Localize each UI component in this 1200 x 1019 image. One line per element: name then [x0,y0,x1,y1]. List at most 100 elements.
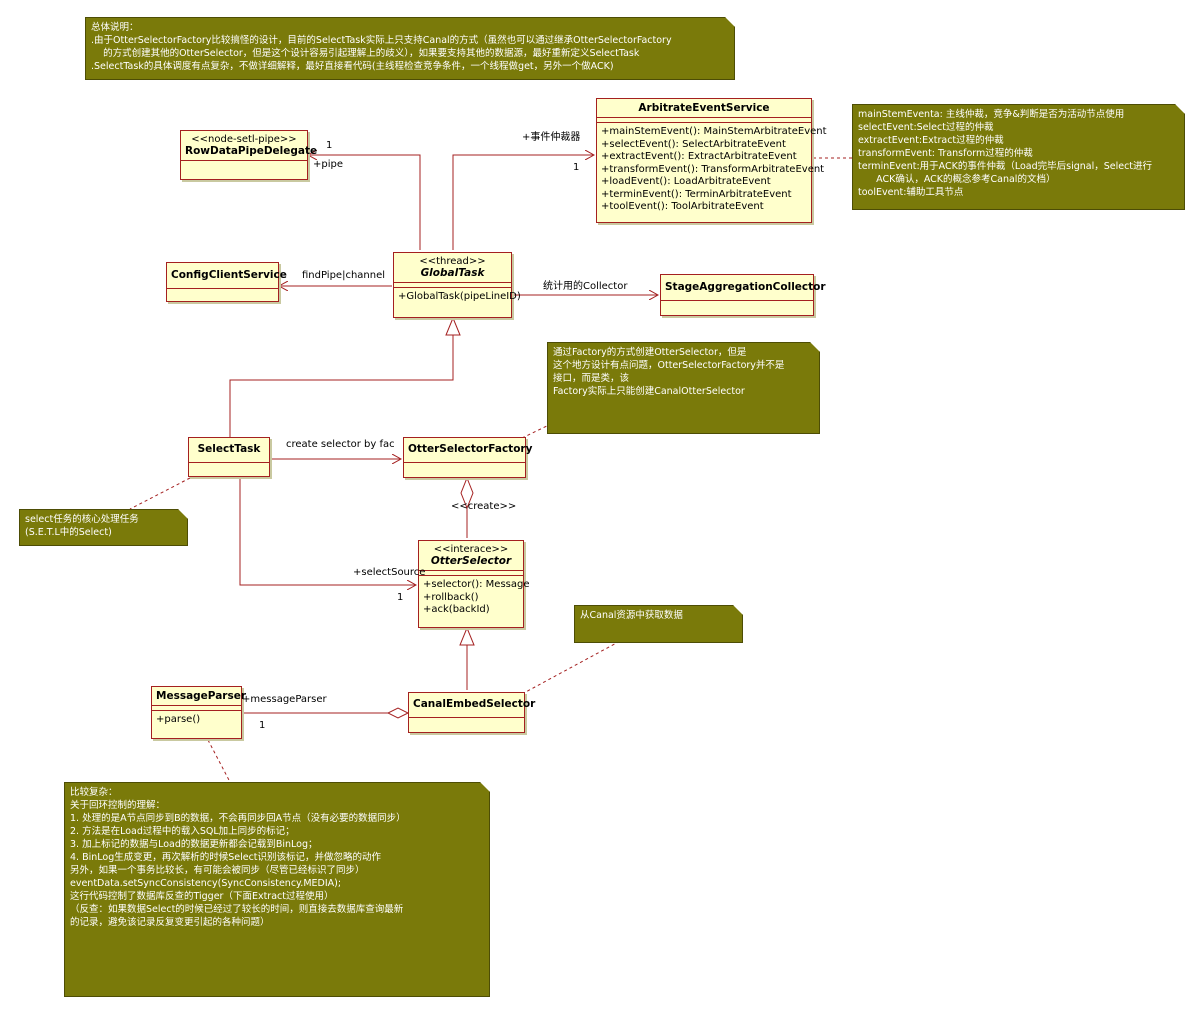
operation: +selectEvent(): SelectArbitrateEvent [601,138,786,150]
label-select-source: +selectSource [353,567,426,578]
label-collector: 统计用的Collector [543,281,628,292]
class-name: GlobalTask [420,267,485,279]
aggregation-diamond-factory [460,476,474,510]
note-line: （反查：如果数据Select的时候已经过了较长的时间，则直接去数据库查询最新 [70,904,404,915]
label-create-selector: create selector by fac [286,439,395,450]
class-name: OtterSelectorFactory [408,443,533,455]
note-line: 比较复杂： [70,787,118,798]
class-name: OtterSelector [430,555,512,567]
label-arbiter-role: +事件仲裁器 [522,132,581,143]
class-attributes [661,300,813,306]
note-overview: 总体说明： .由于OtterSelectorFactory比较搞怪的设计，目前的… [85,17,735,80]
class-stereotype: <<node-setl-pipe>> [191,134,297,145]
operation: +rollback() [423,591,479,603]
class-attributes [409,717,524,723]
operation: +terminEvent(): TerminArbitrateEvent [601,188,792,200]
note-canal: 从Canal资源中获取数据 [574,605,743,643]
label-pipe-role: +pipe [313,159,344,170]
class-otter-selector[interactable]: <<interace>> OtterSelector +selector(): … [418,540,530,628]
operation: +ack(backId) [423,604,490,615]
note-line: transformEvent: Transform过程的仲裁 [858,148,1033,159]
note-line: select任务的核心处理任务 [25,514,139,525]
note-selecttask: select任务的核心处理任务 (S.E.T.L中的Select) [19,509,188,546]
note-line: 接口，而是类，该 [553,373,630,384]
class-operations: +selector(): Message +rollback() +ack(ba… [419,575,530,620]
class-stereotype: <<thread>> [419,256,486,267]
class-name: ArbitrateEventService [638,102,770,114]
class-global-task[interactable]: <<thread>> GlobalTask +GlobalTask(pipeLi… [393,252,521,318]
label-select-source-multiplicity: 1 [397,592,404,603]
class-stereotype: <<interace>> [433,544,509,555]
class-operations: +parse() [152,710,241,730]
label-find-pipe: findPipe|channel [302,270,386,281]
class-name: SelectTask [197,443,261,455]
operation: +loadEvent(): LoadArbitrateEvent [601,176,771,187]
class-attributes [167,288,278,294]
inherit-triangle-global [445,316,461,336]
note-line: ACK确认，ACK的概念参考Canal的文档） [858,174,1056,185]
operation: +parse() [156,714,201,725]
class-otter-selector-factory[interactable]: OtterSelectorFactory [403,437,533,478]
aggregation-diamond-canal [386,707,410,719]
class-row-data-pipe-delegate[interactable]: <<node-setl-pipe>> RowDataPipeDelegate [180,130,318,180]
class-name: CanalEmbedSelector [413,698,536,710]
class-operations: +mainStemEvent(): MainStemArbitrateEvent… [597,122,827,217]
class-canal-embed-selector[interactable]: CanalEmbedSelector [408,692,536,733]
class-attributes [597,117,811,122]
note-line: 1. 处理的是A节点同步到B的数据，不会再同步回A节点（没有必要的数据同步） [70,813,406,824]
note-arbitrate: mainStemEventa: 主线仲裁，竞争&判断是否为活动节点使用 sele… [852,104,1185,210]
note-line: selectEvent:Select过程的仲裁 [858,122,994,133]
label-pipe-multiplicity: 1 [326,140,333,151]
class-attributes [181,160,307,166]
note-link-factory [521,423,552,439]
note-line: (S.E.T.L中的Select) [25,527,112,538]
note-line: mainStemEventa: 主线仲裁，竞争&判断是否为活动节点使用 [858,109,1125,120]
class-name: ConfigClientService [171,269,287,281]
note-link-canal [521,639,623,695]
note-line: 2. 方法是在Load过程中的载入SQL加上同步的标记； [70,826,295,837]
note-line: 关于回环控制的理解： [70,800,166,811]
class-message-parser[interactable]: MessageParser +parse() [151,686,247,739]
class-name: MessageParser [156,690,247,702]
operation: +toolEvent(): ToolArbitrateEvent [601,201,764,212]
note-line: 4. BinLog生成变更，再次解析的时候Select识别该标记，并做忽略的动作 [70,852,382,863]
note-line: 的方式创建其他的OtterSelector，但是这个设计容易引起理解上的歧义），… [91,48,640,59]
note-line: eventData.setSyncConsistency(SyncConsist… [70,878,342,889]
class-arbitrate-event-service[interactable]: ArbitrateEventService +mainStemEvent(): … [596,98,827,223]
note-line: 这个地方设计有点问题，OtterSelectorFactory并不是 [553,360,785,371]
note-line: 另外，如果一个事务比较长，有可能会被同步（尽管已经标识了同步） [70,865,365,876]
class-name: RowDataPipeDelegate [185,145,318,157]
note-line: .由于OtterSelectorFactory比较搞怪的设计，目前的Select… [91,35,672,46]
operation: +transformEvent(): TransformArbitrateEve… [601,163,825,175]
class-attributes [394,282,511,287]
class-stage-aggregation-collector[interactable]: StageAggregationCollector [660,274,826,316]
operation: +GlobalTask(pipeLineID) [398,291,521,302]
edge-pipe [308,155,421,250]
operation: +extractEvent(): ExtractArbitrateEvent [601,151,797,162]
inherit-triangle-selector [459,626,475,646]
class-config-client-service[interactable]: ConfigClientService [166,262,287,302]
class-operations: +GlobalTask(pipeLineID) [394,287,521,307]
note-line: 通过Factory的方式创建OtterSelector，但是 [553,347,747,358]
operation: +selector(): Message [423,579,530,590]
class-select-task[interactable]: SelectTask [188,437,270,477]
note-line: 从Canal资源中获取数据 [580,610,683,621]
note-line: 总体说明： [91,22,139,33]
label-arbiter-multiplicity: 1 [573,162,580,173]
class-name: StageAggregationCollector [665,281,826,293]
note-line: 这行代码控制了数据库反查的Tigger（下面Extract过程使用） [70,891,334,902]
label-create-stereotype: <<create>> [451,501,517,512]
class-attributes [152,705,241,710]
note-line: Factory实际上只能创建CanalOtterSelector [553,386,745,397]
class-attributes [404,462,525,468]
note-line: toolEvent:辅助工具节点 [858,187,964,198]
edge-inherit-global [229,335,454,437]
note-line: extractEvent:Extract过程的仲裁 [858,135,1004,146]
class-attributes [419,570,523,575]
note-line: 的记录，避免该记录反复变更引起的各种问题） [70,917,270,928]
note-line: .SelectTask的具体调度有点复杂，不做详细解释，最好直接看代码(主线程检… [91,61,614,72]
operation: +mainStemEvent(): MainStemArbitrateEvent [601,126,827,137]
note-line: terminEvent:用于ACK的事件仲裁（Load完毕后signal，Sel… [858,161,1153,172]
